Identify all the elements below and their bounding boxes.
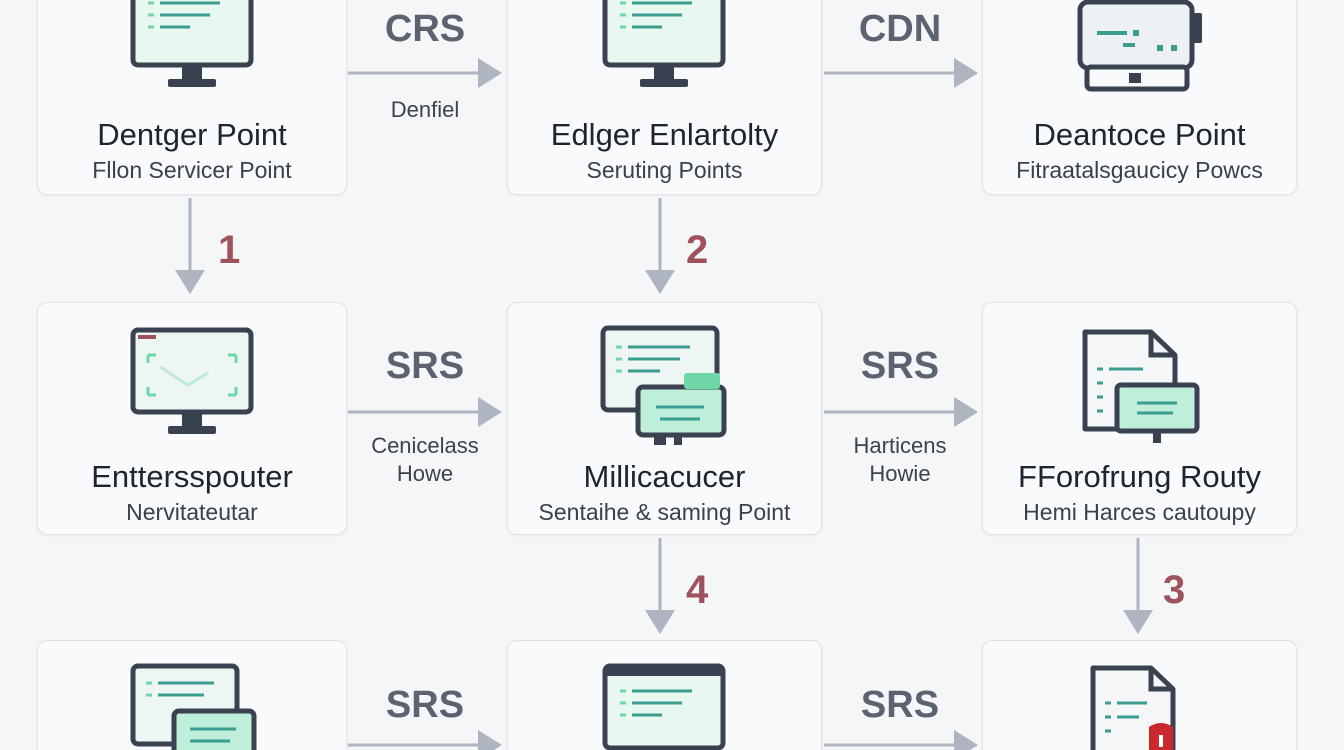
- node-title: Enttersspouter: [91, 459, 293, 494]
- monitor-icon: [130, 0, 254, 87]
- multi-screen-icon: [130, 663, 257, 750]
- node-title: Millicacucer: [583, 459, 746, 494]
- monitor-chart-icon: [130, 327, 254, 434]
- node-title: Deantoce Point: [1033, 117, 1246, 152]
- step-number: 1: [218, 228, 241, 272]
- node-card-n4[interactable]: Enttersspouter Nervitateutar: [37, 302, 347, 535]
- node-title: FForofrung Routy: [1018, 459, 1261, 494]
- edge-note-line: Cenicelass: [371, 433, 479, 458]
- node-subtitle: Seruting Points: [586, 157, 743, 183]
- node-subtitle: Fllon Servicer Point: [92, 157, 292, 183]
- edge-label-n7-n8: SRS: [385, 684, 465, 726]
- edge-note-line: Howie: [869, 461, 931, 486]
- edge-label-n4-n5: SRS: [385, 345, 465, 387]
- node-subtitle: Hemi Harces cautoupy: [1023, 499, 1256, 525]
- edge-note-line: Harticens: [853, 433, 947, 458]
- edge-label-n8-n9: SRS: [860, 684, 940, 726]
- edge-label-n5-n6: SRS: [860, 345, 940, 387]
- node-card-n9[interactable]: [982, 640, 1297, 750]
- node-title: Edlger Enlartolty: [550, 117, 779, 152]
- document-screen-icon: [1082, 329, 1200, 443]
- node-card-n3[interactable]: Deantoce Point Fitraatalsgaucicy Powcs: [982, 0, 1297, 195]
- node-card-n5[interactable]: Millicacucer Sentaihe & saming Point: [507, 302, 822, 535]
- node-card-n8[interactable]: [507, 640, 822, 750]
- node-subtitle: Nervitateutar: [126, 499, 258, 525]
- server-icon: [1077, 0, 1202, 92]
- multi-screen-icon: [600, 325, 727, 445]
- node-card-n1[interactable]: Dentger Point Fllon Servicer Point: [37, 0, 347, 195]
- node-subtitle: Fitraatalsgaucicy Powcs: [1016, 157, 1263, 183]
- node-subtitle: Sentaihe & saming Point: [538, 499, 791, 525]
- step-number: 3: [1163, 568, 1186, 612]
- edge-label-n1-n2: CRS: [384, 8, 466, 50]
- edge-note-n5-n6: Harticens Howie: [830, 432, 970, 488]
- step-number: 4: [686, 568, 709, 612]
- edge-note-line: Howe: [396, 461, 454, 486]
- node-title: Dentger Point: [97, 117, 287, 152]
- node-card-n6[interactable]: FForofrung Routy Hemi Harces cautoupy: [982, 302, 1297, 535]
- node-card-n7[interactable]: [37, 640, 347, 750]
- edge-note-n1-n2: Denfiel: [390, 97, 460, 122]
- edge-note-n4-n5: Cenicelass Howe: [350, 432, 500, 488]
- document-alert-icon: [1090, 665, 1176, 750]
- edge-label-n2-n3: CDN: [858, 8, 942, 50]
- step-number: 2: [686, 228, 709, 272]
- node-card-n2[interactable]: Edlger Enlartolty Seruting Points: [507, 0, 822, 195]
- monitor-icon: [602, 663, 726, 750]
- monitor-icon: [602, 0, 726, 87]
